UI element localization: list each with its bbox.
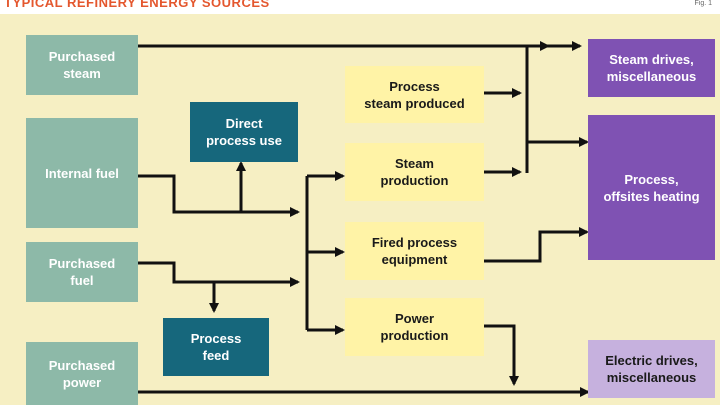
fired-process-equipment-label: Fired process equipment bbox=[371, 235, 458, 267]
arrow-internal-fuel-to-bus bbox=[138, 174, 300, 217]
box-electric-drives: Electric drives, miscellaneous bbox=[588, 340, 715, 398]
purchased-fuel-label: Purchased fuel bbox=[48, 256, 116, 288]
box-process-offsites-heating: Process, offsites heating bbox=[588, 115, 715, 260]
purchased-steam-label: Purchased steam bbox=[48, 49, 116, 81]
electric-drives-label: Electric drives, miscellaneous bbox=[605, 353, 698, 385]
box-process-feed: Process feed bbox=[163, 318, 269, 376]
box-purchased-power: Purchased power bbox=[26, 342, 138, 405]
process-steam-produced-label: Process steam produced bbox=[364, 78, 465, 111]
box-fired-process-equipment: Fired process equipment bbox=[345, 222, 484, 280]
process-offsites-heating-label: Process, offsites heating bbox=[603, 171, 700, 204]
steam-drives-label: Steam drives, miscellaneous bbox=[606, 52, 697, 84]
box-direct-process-use: Direct process use bbox=[190, 102, 298, 162]
figure-title: TYPICAL REFINERY ENERGY SOURCES bbox=[4, 0, 270, 10]
box-internal-fuel: Internal fuel bbox=[26, 118, 138, 228]
internal-fuel-label: Internal fuel bbox=[45, 165, 119, 181]
process-feed-label: Process feed bbox=[190, 331, 242, 363]
arrow-fired-to-process-heating bbox=[484, 227, 589, 263]
purchased-power-label: Purchased power bbox=[48, 357, 116, 390]
box-power-production: Power production bbox=[345, 298, 484, 356]
box-steam-production: Steam production bbox=[345, 143, 484, 201]
steam-production-label: Steam production bbox=[380, 156, 449, 188]
figure-number: Fig. 1 bbox=[694, 0, 712, 7]
box-steam-drives: Steam drives, miscellaneous bbox=[588, 39, 715, 97]
box-purchased-fuel: Purchased fuel bbox=[26, 242, 138, 302]
arrow-purchased-fuel-to-bus bbox=[138, 261, 300, 287]
box-purchased-steam: Purchased steam bbox=[26, 35, 138, 95]
arrow-power-production-down bbox=[484, 324, 519, 386]
power-production-label: Power production bbox=[380, 311, 449, 343]
direct-process-use-label: Direct process use bbox=[206, 116, 282, 148]
box-process-steam-produced: Process steam produced bbox=[345, 66, 484, 123]
connector-layer bbox=[138, 41, 590, 397]
